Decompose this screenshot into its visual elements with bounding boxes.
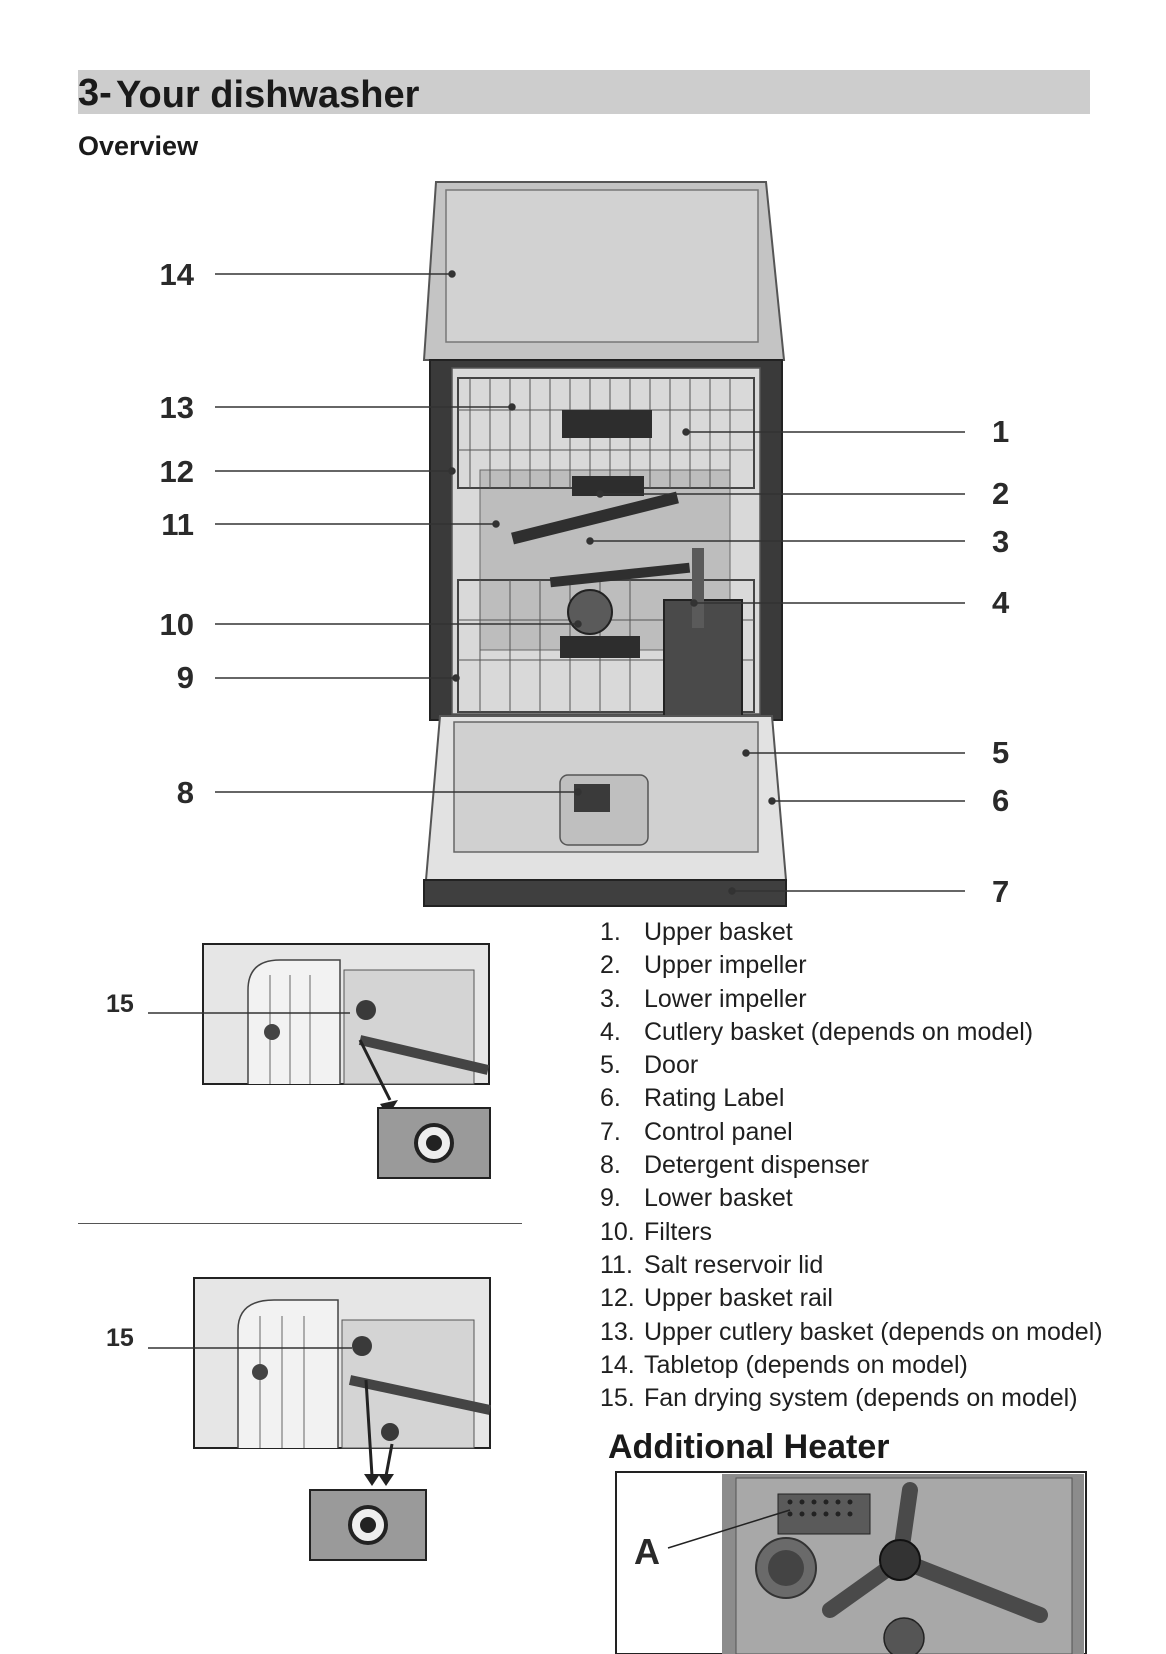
callout-15-top: 15 [106,990,134,1018]
part-number: 7. [600,1117,621,1146]
list-item: 4. Cutlery basket (depends on model) [600,1016,1103,1049]
fan-detail-top [148,943,491,1179]
part-label: Lower impeller [644,984,807,1013]
callout-4: 4 [992,585,1010,620]
part-label: Cutlery basket (depends on model) [644,1017,1034,1046]
list-item: 1. Upper basket [600,916,1103,949]
callout-14: 14 [159,257,194,292]
callout-1: 1 [992,414,1010,449]
part-number: 10. [600,1217,635,1246]
section-title: Your dishwasher [116,74,420,116]
part-number: 8. [600,1151,621,1180]
callout-15-bottom: 15 [106,1324,134,1352]
callout-heater-a: A [634,1531,660,1572]
section-header-bar: 3- Your dishwasher [78,70,1090,116]
callout-13: 13 [159,390,194,425]
list-item: 15. Fan drying system (depends on model) [600,1382,1103,1415]
part-number: 13. [600,1317,635,1346]
part-label: Filters [644,1217,713,1246]
callout-12: 12 [159,454,194,489]
callout-2: 2 [992,476,1010,511]
callout-8: 8 [176,775,194,810]
additional-heater-heading: Additional Heater [608,1428,890,1466]
callout-9: 9 [176,660,194,695]
list-item: 5. Door [600,1049,1103,1082]
heater-photo [615,1471,1087,1654]
list-item: 10. Filters [600,1216,1103,1249]
part-number: 15. [600,1384,635,1413]
part-label: Rating Label [644,1084,785,1113]
list-item: 11. Salt reservoir lid [600,1249,1103,1282]
part-label: Tabletop (depends on model) [644,1350,968,1379]
section-divider [78,1223,522,1224]
callout-5: 5 [992,735,1010,770]
list-item: 12. Upper basket rail [600,1282,1103,1315]
overview-heading: Overview [78,131,199,161]
part-number: 4. [600,1017,621,1046]
part-number: 11. [600,1250,633,1279]
part-label: Upper basket [644,918,793,946]
fan-detail-bottom [148,1277,492,1561]
parts-list: 1. Upper basket 2. Upper impeller 3. Lower im… [600,916,1103,1415]
callout-7: 7 [992,874,1010,909]
list-item: 2. Upper impeller [600,949,1103,982]
part-label: Fan drying system (depends on model) [644,1384,1078,1413]
list-item: 3. Lower impeller [600,983,1103,1016]
callout-11: 11 [161,507,194,542]
part-number: 3. [600,984,621,1013]
part-label: Lower basket [644,1184,793,1213]
part-label: Door [644,1051,699,1080]
part-number: 14. [600,1350,635,1379]
callout-6: 6 [992,783,1010,818]
part-number: 5. [600,1051,621,1080]
list-item: 14. Tabletop (depends on model) [600,1349,1103,1382]
list-item: 13. Upper cutlery basket (depends on mode… [600,1316,1103,1349]
part-label: Upper basket rail [644,1284,833,1313]
callout-10: 10 [159,607,194,642]
list-item: 9. Lower basket [600,1182,1103,1215]
part-label: Upper impeller [644,951,807,980]
part-number: 12. [600,1284,635,1313]
list-item: 8. Detergent dispenser [600,1149,1103,1182]
part-number: 1. [600,918,621,946]
section-number: 3- [78,72,112,114]
part-number: 2. [600,951,621,980]
part-label: Upper cutlery basket (depends on model) [644,1317,1103,1346]
part-label: Salt reservoir lid [644,1250,824,1279]
list-item: 7. Control panel [600,1116,1103,1149]
part-number: 9. [600,1184,621,1213]
part-label: Control panel [644,1117,793,1146]
list-item: 6. Rating Label [600,1082,1103,1115]
part-number: 6. [600,1084,621,1113]
callout-3: 3 [992,524,1010,559]
part-label: Detergent dispenser [644,1151,870,1180]
